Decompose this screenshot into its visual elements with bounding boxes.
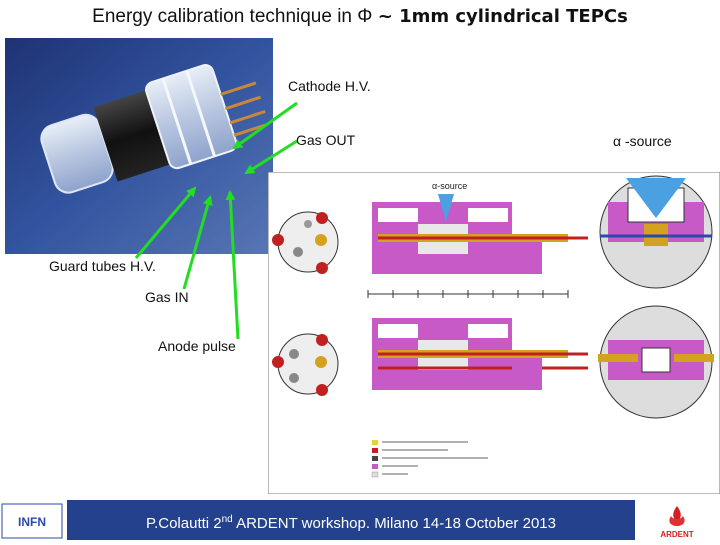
footer-text-after: ARDENT workshop. Milano 14-18 October 20… — [232, 515, 556, 532]
legend — [371, 440, 488, 478]
title-part-2: ~ 1mm cylindrical TEPCs — [377, 6, 628, 27]
zoom-top — [599, 175, 713, 289]
scale-ruler — [367, 290, 569, 298]
svg-text:INFN: INFN — [18, 515, 46, 529]
technical-drawing — [268, 172, 720, 494]
title-part-1: Energy calibration technique in Φ — [92, 6, 378, 27]
footer-superscript: nd — [221, 514, 233, 525]
end-view-bottom — [272, 333, 339, 396]
footer-text: P.Colautti 2nd ARDENT workshop. Milano 1… — [67, 514, 635, 532]
guard-tubes-hv-label: Guard tubes H.V. — [49, 258, 156, 274]
infn-logo: INFN — [0, 500, 67, 540]
gas-in-label: Gas IN — [145, 289, 189, 305]
svg-text:ARDENT: ARDENT — [660, 530, 693, 539]
end-view-top — [272, 211, 339, 274]
gas-out-label: Gas OUT — [296, 132, 356, 148]
section-bottom — [372, 318, 588, 390]
slide-title: Energy calibration technique in Φ ~ 1mm … — [0, 6, 720, 28]
footer-bar — [67, 500, 635, 540]
detector-photo — [5, 38, 273, 254]
alpha-source-small-label: α-source — [432, 181, 468, 191]
section-top — [372, 194, 588, 274]
zoom-bottom — [598, 305, 714, 419]
ardent-logo: ARDENT — [635, 500, 720, 540]
cathode-hv-label: Cathode H.V. — [288, 78, 371, 94]
footer-text-before: P.Colautti 2 — [146, 515, 222, 532]
anode-pulse-label: Anode pulse — [158, 338, 236, 354]
alpha-source-label: α -source — [613, 133, 672, 149]
